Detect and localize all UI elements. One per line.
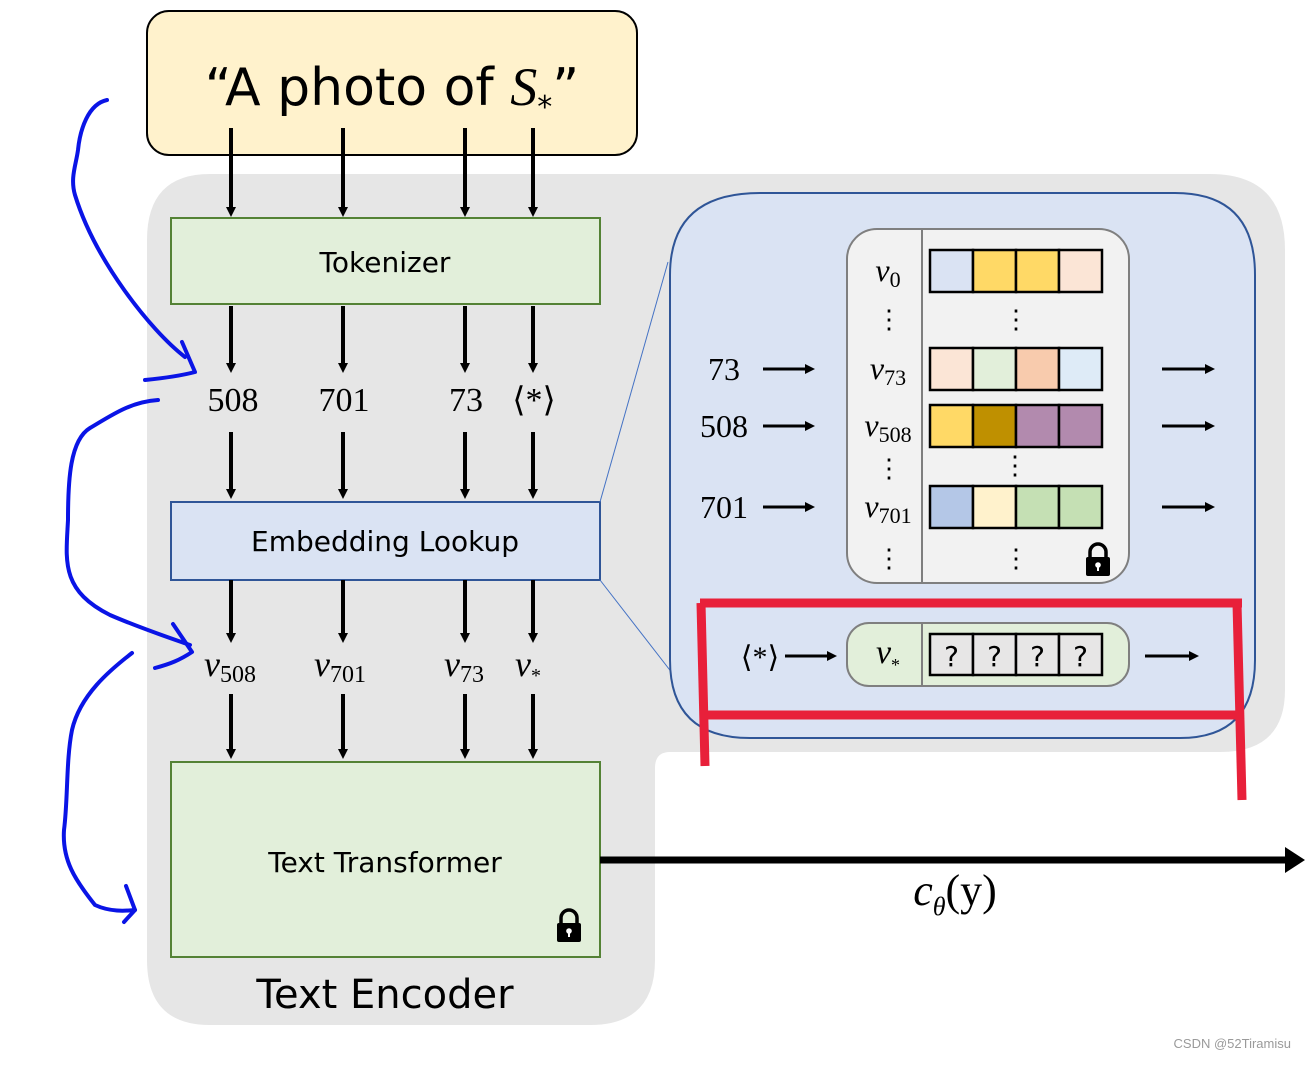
blue-annotation-arrows xyxy=(61,98,197,924)
lookup-row: v73 73 xyxy=(708,346,1215,392)
new-embedding-cells: ???? xyxy=(928,632,1104,677)
lookup-row: v508 508 xyxy=(700,403,1215,449)
embedding-cell xyxy=(971,484,1018,530)
embedding-cell xyxy=(971,346,1018,392)
embedding-cell xyxy=(1057,403,1104,449)
lock-icon xyxy=(557,908,581,942)
lookup-row-vector: v73 xyxy=(870,350,906,390)
lookup-input-id: 701 xyxy=(700,489,748,525)
ellipsis: ⋮ xyxy=(1003,305,1029,334)
embedding-cell xyxy=(1014,484,1061,530)
lookup-to-embeddings-arrows xyxy=(226,580,538,643)
prompt-box xyxy=(146,10,638,156)
embedding-vectors: v508 v701 v73 v* xyxy=(204,644,541,688)
embedding-cell xyxy=(971,248,1018,294)
annotation-arrow-prompt-to-ids xyxy=(71,98,187,359)
ids-to-lookup-arrows xyxy=(226,432,538,499)
embedding-cell xyxy=(928,248,975,294)
output-label: cθ(y) xyxy=(913,866,997,921)
ellipsis: ⋮ xyxy=(1002,451,1028,480)
unknown-value: ? xyxy=(1030,640,1045,673)
lookup-row: v0 xyxy=(875,248,1104,294)
embedding-vector: v* xyxy=(515,644,541,687)
unknown-value: ? xyxy=(987,640,1002,673)
ellipsis: ⋮ xyxy=(876,544,902,573)
embedding-vector: v508 xyxy=(204,644,256,688)
embedding-cell xyxy=(971,403,1018,449)
unknown-embedding-cell xyxy=(971,632,1018,677)
output-arrowhead xyxy=(1285,847,1305,873)
embedding-cell xyxy=(928,484,975,530)
embedding-vector: v73 xyxy=(444,644,484,688)
annotation-arrow-embeddings-to-transformer xyxy=(61,651,137,913)
embedding-lookup-box xyxy=(170,501,601,581)
unknown-value: ? xyxy=(944,640,959,673)
token-id: 508 xyxy=(208,382,259,419)
embedding-cell xyxy=(1057,346,1104,392)
embedding-cell xyxy=(1057,248,1104,294)
tokenizer-box xyxy=(170,217,601,305)
embedding-lookup-label: Embedding Lookup xyxy=(251,525,519,558)
tokenizer-to-ids-arrows xyxy=(226,306,538,373)
prompt-text: “A photo of S*” xyxy=(205,57,579,125)
text-transformer-label: Text Transformer xyxy=(267,846,502,879)
text-encoder-label: Text Encoder xyxy=(255,972,514,1018)
embedding-cell xyxy=(1014,403,1061,449)
lookup-input-id: 73 xyxy=(708,351,740,387)
lookup-table-rows: v0 v73 73 v508 508 v701 701 xyxy=(700,248,1215,530)
zoom-connector-lines xyxy=(599,261,677,679)
embedding-cell xyxy=(1057,484,1104,530)
unknown-embedding-cell xyxy=(1057,632,1104,677)
embedding-cell xyxy=(928,346,975,392)
lookup-ellipses: ⋮ ⋮ ⋮ ⋮ ⋮ ⋮ xyxy=(876,305,1029,573)
prompt-to-tokenizer-arrows xyxy=(226,128,538,217)
embedding-cell xyxy=(928,403,975,449)
token-id: 701 xyxy=(319,382,370,419)
embedding-vector: v701 xyxy=(314,644,366,688)
token-id: 73 xyxy=(449,382,483,419)
new-embedding-vector: v* xyxy=(876,634,900,675)
unknown-embedding-cell xyxy=(928,632,975,677)
annotation-arrow-ids-to-embeddings xyxy=(64,398,192,647)
lookup-lock-icon xyxy=(1086,542,1110,576)
ellipsis: ⋮ xyxy=(1003,544,1029,573)
red-highlight-annotation xyxy=(696,598,1247,801)
token-ids: 508 701 73 ⟨*⟩ xyxy=(208,382,556,419)
text-transformer-box xyxy=(170,761,601,958)
tokenizer-label: Tokenizer xyxy=(319,246,451,279)
watermark: CSDN @52Tiramisu xyxy=(1173,1036,1291,1051)
ellipsis: ⋮ xyxy=(876,305,902,334)
lookup-input-id: 508 xyxy=(700,408,748,444)
embeddings-to-transformer-arrows xyxy=(226,694,538,759)
lookup-row-vector: v701 xyxy=(864,488,911,528)
token-id: ⟨*⟩ xyxy=(512,382,556,419)
embedding-cell xyxy=(1014,248,1061,294)
embedding-cell xyxy=(1014,346,1061,392)
unknown-value: ? xyxy=(1073,640,1088,673)
lookup-row-vector: v508 xyxy=(864,407,911,447)
new-token-input: ⟨*⟩ xyxy=(741,641,779,674)
lookup-row: v701 701 xyxy=(700,484,1215,530)
ellipsis: ⋮ xyxy=(876,454,902,483)
lookup-row-vector: v0 xyxy=(875,252,900,292)
